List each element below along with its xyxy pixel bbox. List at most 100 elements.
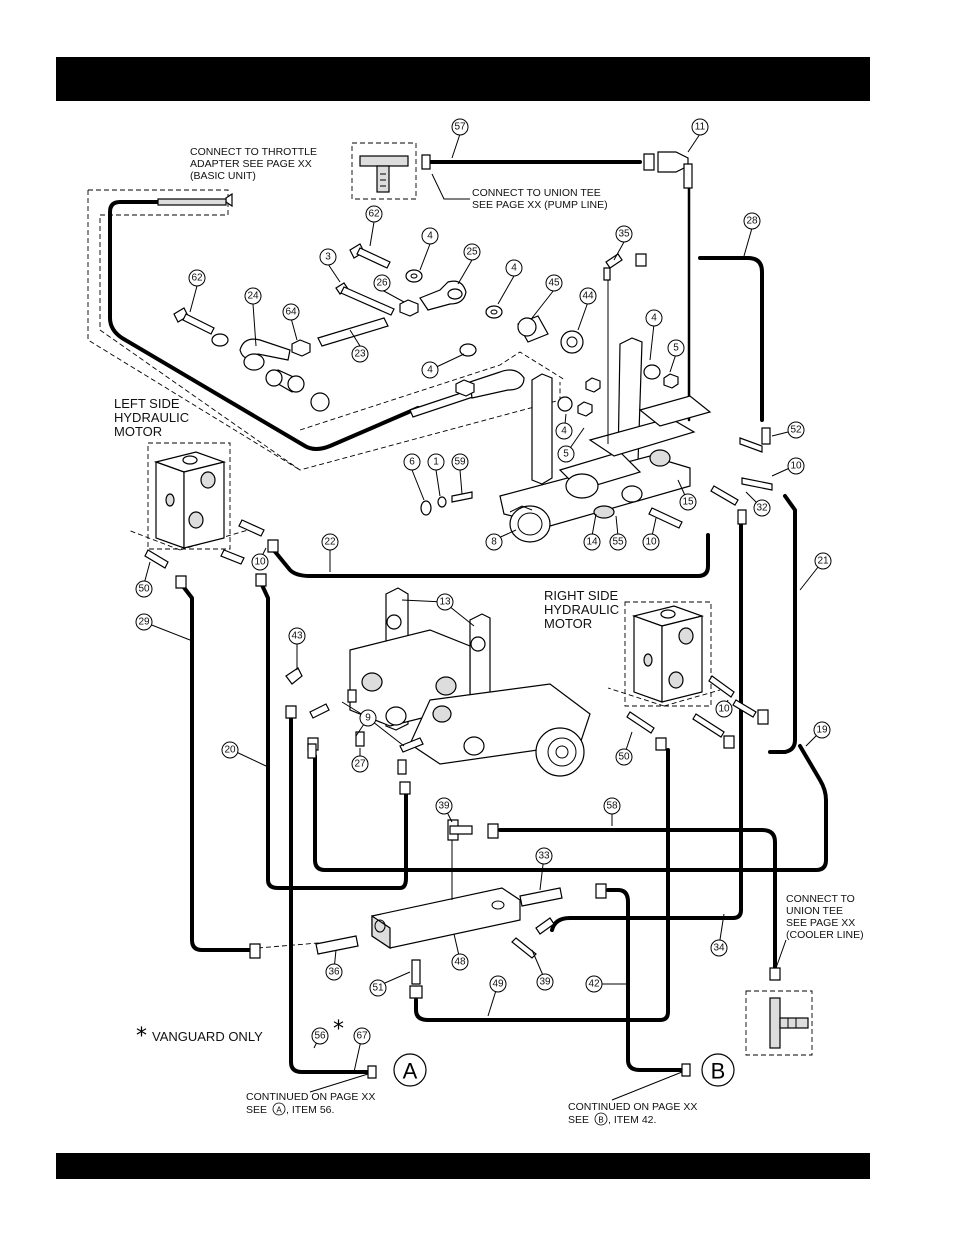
- callout-35: 35: [615, 225, 633, 243]
- cooler-note-line2: UNION TEE: [786, 905, 843, 917]
- callout-57: 57: [451, 118, 469, 136]
- callout-55: 55: [609, 533, 627, 551]
- callout-3: 3: [319, 248, 337, 266]
- throttle-outline-left: [87, 190, 301, 471]
- svg-text:10: 10: [718, 704, 730, 715]
- right-motor-label-line2: HYDRAULIC: [544, 602, 619, 617]
- svg-text:21: 21: [817, 556, 829, 567]
- callout-44: 44: [579, 287, 597, 305]
- svg-text:50: 50: [138, 584, 150, 595]
- callout-25: 25: [463, 243, 481, 261]
- svg-text:49: 49: [492, 979, 504, 990]
- svg-text:45: 45: [548, 278, 560, 289]
- svg-text:34: 34: [713, 943, 725, 954]
- hose-19: [313, 744, 828, 872]
- continued-b-see: SEE: [568, 1114, 589, 1126]
- callout-50: 50: [135, 580, 153, 598]
- callouts: 57 11 62 4 25 3 4 26 45 44 35 28 62 24 6…: [135, 118, 832, 1045]
- right-motor-label-line3: MOTOR: [544, 616, 592, 631]
- svg-text:62: 62: [368, 209, 380, 220]
- svg-text:15: 15: [682, 497, 694, 508]
- svg-text:27: 27: [354, 759, 366, 770]
- callout-21: 21: [814, 552, 832, 570]
- asterisk-symbol: *: [136, 1024, 147, 1049]
- svg-text:4: 4: [561, 426, 567, 437]
- svg-text:5: 5: [673, 343, 679, 354]
- left-motor-label-line2: HYDRAULIC: [114, 410, 189, 425]
- svg-text:62: 62: [191, 273, 203, 284]
- right-motor-leaders: [607, 687, 721, 707]
- left-motor-label-line3: MOTOR: [114, 424, 162, 439]
- right-hydraulic-motor: [626, 605, 769, 751]
- hose-34: [550, 523, 743, 932]
- annotation-text: CONNECT TO THROTTLE ADAPTER SEE PAGE XX …: [114, 146, 864, 1126]
- continued-a-item: , ITEM 56.: [286, 1104, 334, 1116]
- svg-text:39: 39: [438, 801, 450, 812]
- manifold-block: [249, 819, 691, 1079]
- continued-b-ref: B: [598, 1116, 603, 1125]
- svg-text:14: 14: [586, 537, 598, 548]
- svg-text:3: 3: [325, 252, 331, 263]
- svg-text:4: 4: [651, 313, 657, 324]
- callout-45: 45: [545, 274, 563, 292]
- callout-4: 4: [421, 227, 439, 245]
- right-motor-box: [624, 601, 712, 707]
- callout-48: 48: [451, 953, 469, 971]
- svg-text:48: 48: [454, 957, 466, 968]
- svg-text:59: 59: [454, 457, 466, 468]
- svg-text:56: 56: [314, 1031, 326, 1042]
- callout-10: 10: [715, 700, 733, 718]
- callout-39: 39: [536, 973, 554, 991]
- callout-8: 8: [485, 533, 503, 551]
- throttle-cable: [108, 200, 420, 451]
- svg-text:22: 22: [324, 537, 336, 548]
- hose-20: [260, 583, 408, 890]
- callout-6: 6: [403, 453, 421, 471]
- svg-text:4: 4: [427, 365, 433, 376]
- callout-39: 39: [435, 797, 453, 815]
- continued-a-see: SEE: [246, 1104, 267, 1116]
- callout-28: 28: [743, 212, 761, 230]
- svg-text:10: 10: [790, 461, 802, 472]
- callout-26: 26: [373, 274, 391, 292]
- callout-24: 24: [244, 287, 262, 305]
- callout-62: 62: [365, 205, 383, 223]
- callout-11: 11: [691, 118, 709, 136]
- throttle-note-line1: CONNECT TO THROTTLE: [190, 146, 317, 158]
- cooler-tee-box: [745, 990, 813, 1056]
- linkage-parts: [173, 243, 584, 418]
- callout-34: 34: [710, 939, 728, 957]
- svg-text:29: 29: [138, 617, 150, 628]
- ref-a-circle: [393, 1053, 427, 1087]
- union-tee-top: [359, 155, 409, 193]
- svg-text:4: 4: [511, 263, 517, 274]
- callout-62: 62: [188, 269, 206, 287]
- hose-28: [698, 256, 764, 422]
- svg-text:23: 23: [354, 349, 366, 360]
- left-motor-box: [147, 442, 231, 550]
- callout-23: 23: [351, 345, 369, 363]
- svg-text:52: 52: [790, 425, 802, 436]
- upper-valve-assembly: [420, 253, 773, 543]
- leader-lines: [143, 133, 823, 1101]
- callout-32: 32: [753, 499, 771, 517]
- cooler-union-tee: [769, 967, 809, 1049]
- svg-text:10: 10: [645, 537, 657, 548]
- hose-21: [768, 494, 797, 754]
- callout-10: 10: [251, 553, 269, 571]
- svg-text:5: 5: [563, 449, 569, 460]
- callout-42: 42: [585, 975, 603, 993]
- continued-b-item: , ITEM 42.: [608, 1114, 656, 1126]
- svg-text:28: 28: [746, 216, 758, 227]
- hose-58: [498, 828, 777, 972]
- callout-67: 67: [353, 1027, 371, 1045]
- continued-b-line1: CONTINUED ON PAGE XX: [568, 1101, 697, 1113]
- svg-text:32: 32: [756, 503, 768, 514]
- svg-text:57: 57: [454, 122, 466, 133]
- callout-14: 14: [583, 533, 601, 551]
- svg-text:6: 6: [409, 457, 415, 468]
- svg-text:51: 51: [372, 983, 384, 994]
- hose-49: [414, 748, 670, 1022]
- svg-text:44: 44: [582, 291, 594, 302]
- callout-27: 27: [351, 755, 369, 773]
